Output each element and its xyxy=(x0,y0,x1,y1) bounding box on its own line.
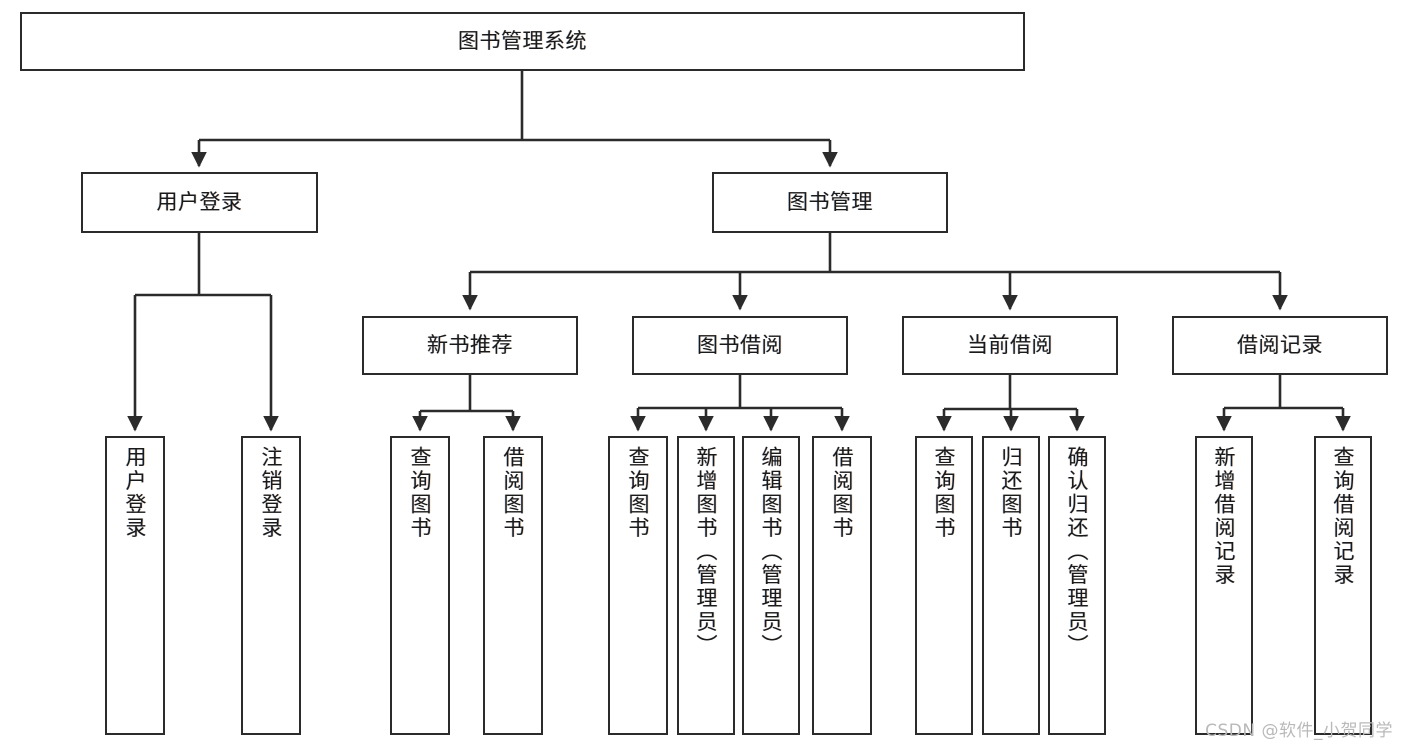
node-leaf-user-login[interactable]: 用户登录 xyxy=(105,436,165,735)
node-label: 查询图书 xyxy=(626,446,651,540)
node-book-borrow[interactable]: 图书借阅 xyxy=(632,316,848,375)
node-label: 图书管理 xyxy=(787,189,873,214)
node-borrow-record[interactable]: 借阅记录 xyxy=(1172,316,1388,375)
node-label: 新增图书（管理员） xyxy=(694,446,719,658)
node-label: 查询图书 xyxy=(408,446,433,540)
node-leaf-query-book-1[interactable]: 查询图书 xyxy=(390,436,450,735)
node-leaf-query-book-2[interactable]: 查询图书 xyxy=(608,436,668,735)
node-current-borrow[interactable]: 当前借阅 xyxy=(902,316,1118,375)
node-label: 图书借阅 xyxy=(697,332,783,357)
node-label: 借阅图书 xyxy=(501,446,526,540)
csdn-watermark: CSDN @软件_小贺同学 xyxy=(1205,721,1393,741)
node-book-management[interactable]: 图书管理 xyxy=(712,172,948,233)
node-leaf-borrow-book-1[interactable]: 借阅图书 xyxy=(483,436,543,735)
node-leaf-edit-book[interactable]: 编辑图书（管理员） xyxy=(742,436,800,735)
node-leaf-confirm-return[interactable]: 确认归还（管理员） xyxy=(1048,436,1106,735)
node-leaf-query-record[interactable]: 查询借阅记录 xyxy=(1314,436,1372,735)
node-label: 归还图书 xyxy=(999,446,1024,540)
node-label: 当前借阅 xyxy=(967,332,1053,357)
node-leaf-logout[interactable]: 注销登录 xyxy=(241,436,301,735)
node-label: 新书推荐 xyxy=(427,332,513,357)
node-label: 查询借阅记录 xyxy=(1331,446,1356,587)
node-label: 图书管理系统 xyxy=(458,28,587,53)
node-label: 新增借阅记录 xyxy=(1212,446,1237,587)
node-new-book-recommend[interactable]: 新书推荐 xyxy=(362,316,578,375)
node-label: 用户登录 xyxy=(156,189,243,214)
node-label: 借阅记录 xyxy=(1237,332,1323,357)
node-label: 编辑图书（管理员） xyxy=(759,446,784,658)
node-leaf-borrow-book-2[interactable]: 借阅图书 xyxy=(812,436,872,735)
node-leaf-add-book[interactable]: 新增图书（管理员） xyxy=(677,436,735,735)
node-leaf-return-book[interactable]: 归还图书 xyxy=(982,436,1040,735)
node-leaf-query-book-3[interactable]: 查询图书 xyxy=(915,436,973,735)
node-label: 查询图书 xyxy=(932,446,957,540)
node-label: 注销登录 xyxy=(259,446,284,540)
node-leaf-add-record[interactable]: 新增借阅记录 xyxy=(1195,436,1253,735)
node-label: 用户登录 xyxy=(123,446,148,540)
node-user-login[interactable]: 用户登录 xyxy=(81,172,318,233)
node-label: 借阅图书 xyxy=(830,446,855,540)
node-label: 确认归还（管理员） xyxy=(1065,446,1090,658)
node-root-system[interactable]: 图书管理系统 xyxy=(20,12,1025,71)
